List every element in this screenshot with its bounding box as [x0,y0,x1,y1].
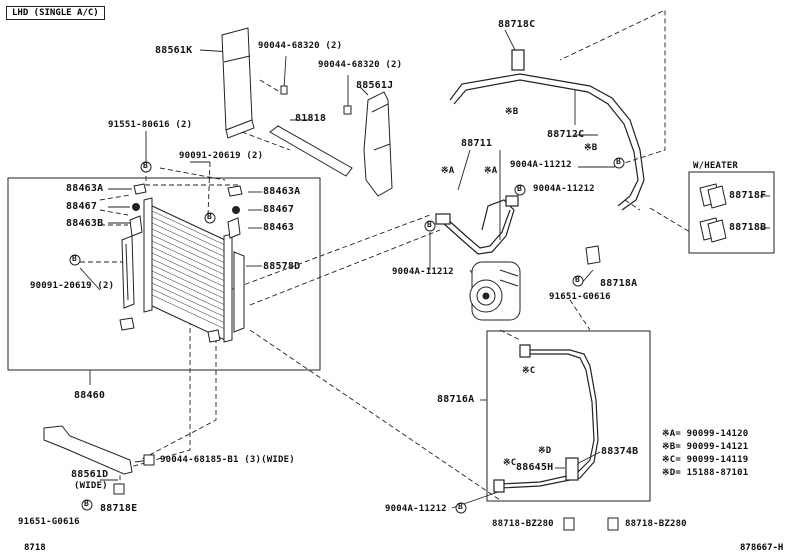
bracket-shapes [119,183,243,343]
circled-b-markers [69,157,625,514]
label-88716a: 88716A [437,394,475,405]
mark-b-2: ※B [584,143,598,153]
label-88718e: 88718E [100,503,138,514]
label-88718-bz280-a: 88718-BZ280 [492,519,554,529]
label-88463a-right: 88463A [263,186,301,197]
label-88561j: 88561J [356,80,394,91]
mark-a-1: ※A [441,166,455,176]
label-88718f: 88718F [729,190,767,201]
mark-a-2: ※A [484,166,498,176]
legend-key: ※D= [662,468,681,478]
legend-row: ※D= 15188-87101 [662,468,748,478]
label-88718-bz280-b: 88718-BZ280 [625,519,687,529]
variant-header: LHD (SINGLE A/C) [6,6,105,20]
label-88711: 88711 [461,138,493,149]
label-88718a: 88718A [600,278,638,289]
bolt-shape [280,85,352,115]
circled-b-letter: B [84,499,90,508]
legend-value: 90099-14121 [686,442,749,452]
circled-b-letter: B [427,220,433,229]
label-88561d-wide: (WIDE) [74,481,108,491]
pipe-88712c-shape [449,49,645,211]
circled-b-letter: B [143,161,149,170]
pipe-88716a-shape [493,344,599,493]
label-88467-left: 88467 [66,201,98,212]
circled-b-letter: B [575,275,581,284]
label-88712c: 88712C [547,129,585,140]
legend-row: ※C= 90099-14119 [662,455,748,465]
compressor-shape [469,261,521,321]
mark-c: ※C [522,366,536,376]
label-88561d: 88561D [71,469,109,480]
label-w-heater: W/HEATER [693,161,738,171]
bracket-88561d-shape [43,425,155,495]
label-88460: 88460 [74,390,106,401]
label-90044-68320-b: 90044-68320 (2) [318,60,403,70]
legend-key: ※B= [662,442,681,452]
legend-row: ※B= 90099-14121 [662,442,748,452]
label-88718b: 88718B [729,222,767,233]
label-90091-a: 90091-20619 (2) [179,151,264,161]
condenser-shape [143,197,245,343]
circled-b-letter: B [207,212,213,221]
clamp-shape [585,245,601,265]
circled-b-letter: B [458,502,464,511]
condenser-group-frame [7,177,321,371]
rod-81818-shape [269,125,353,177]
label-88374b: 88374B [601,446,639,457]
circled-b-letter: B [517,184,523,193]
label-91651-left: 91651-G0616 [18,517,80,527]
label-90044-68185: 90044-68185-B1 (3)(WIDE) [160,455,295,465]
label-88645h: 88645H [516,462,554,473]
label-88463b: 88463B [66,218,104,229]
label-91651-right: 91651-G0616 [549,292,611,302]
legend-value: 90099-14120 [686,429,749,439]
label-9004a-d: 9004A-11212 [385,504,447,514]
pipe-group-frame [486,330,651,502]
label-81818: 81818 [295,113,327,124]
label-88578d: 88578D [263,261,301,272]
seal-88561j-shape [363,91,393,197]
label-90091-b: 90091-20619 (2) [30,281,115,291]
label-88561k: 88561K [155,45,193,56]
bottom-clip-shapes [563,517,619,531]
legend-key: ※C= [662,455,681,465]
label-9004a-a: 9004A-11212 [510,160,572,170]
label-88463-right: 88463 [263,222,295,233]
mark-d: ※D [538,446,552,456]
mark-c-2: ※C [503,458,517,468]
legend-value: 15188-87101 [686,468,749,478]
seal-88561k-shape [221,27,255,139]
legend-row: ※A= 90099-14120 [662,429,748,439]
label-88467-right: 88467 [263,204,295,215]
circled-b-letter: B [616,157,622,166]
label-90044-68320-a: 90044-68320 (2) [258,41,343,51]
label-88463a-left: 88463A [66,183,104,194]
legend-value: 90099-14119 [686,455,749,465]
footer-left: 8718 [24,543,46,553]
label-9004a-c: 9004A-11212 [392,267,454,277]
mark-b-1: ※B [505,107,519,117]
legend: ※A= 90099-14120 ※B= 90099-14121 ※C= 9009… [662,429,748,478]
label-9004a-b: 9004A-11212 [533,184,595,194]
heater-group-frame [688,171,775,254]
label-88718c: 88718C [498,19,536,30]
circled-b-letter: B [72,254,78,263]
legend-key: ※A= [662,429,681,439]
leader-lines [79,29,770,509]
seal-strip-shape [121,235,135,309]
label-91551: 91551-80616 (2) [108,120,193,130]
pipe-88711-shape [435,195,519,255]
heater-clip-shapes [699,183,727,243]
footer-right: 878667-H [740,543,784,553]
